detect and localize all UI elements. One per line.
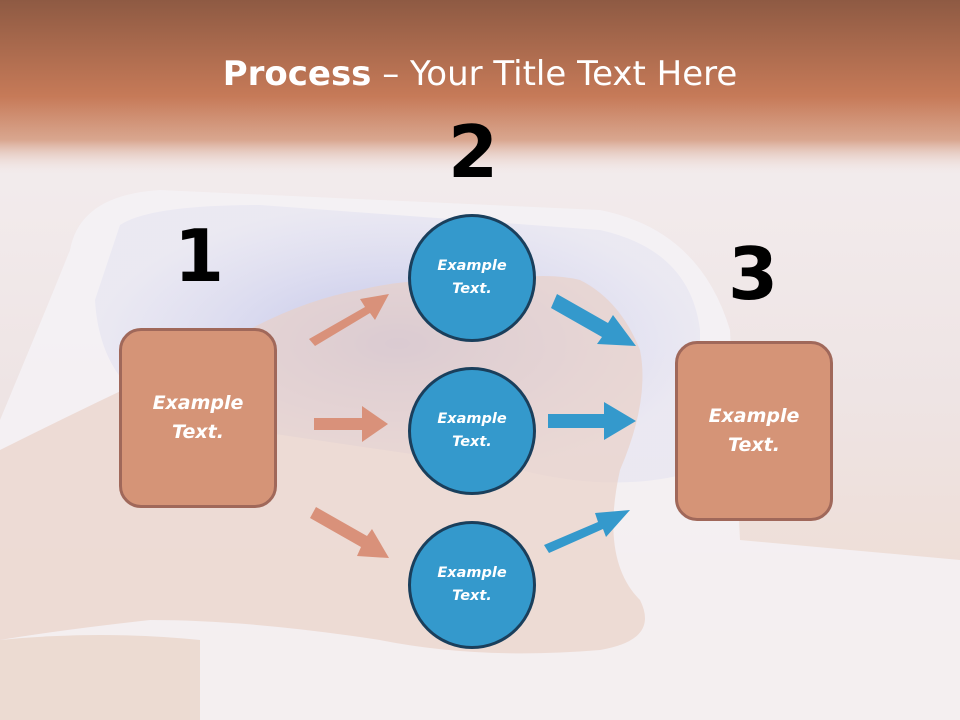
arrow-1-to-middle (314, 406, 388, 442)
step-2-circle-middle: Example Text. (408, 367, 536, 495)
circle-middle-text: Example Text. (437, 411, 507, 450)
step-3-text: Example Text. (708, 405, 800, 456)
step-2-circle-bottom: Example Text. (408, 521, 536, 649)
step-number-3: 3 (727, 232, 779, 316)
step-2-circle-top: Example Text. (408, 214, 536, 342)
step-1-text: Example Text. (152, 392, 244, 443)
arrow-bottom-to-3 (544, 510, 630, 553)
arrow-top-to-3 (551, 294, 636, 346)
step-1-box: Example Text. (119, 328, 277, 508)
arrow-1-to-top (309, 294, 389, 346)
title-rest: – Your Title Text Here (371, 54, 738, 94)
step-3-box: Example Text. (675, 341, 833, 521)
circle-bottom-text: Example Text. (437, 565, 507, 604)
arrow-middle-to-3 (548, 402, 636, 440)
arrow-1-to-bottom (310, 507, 389, 558)
step-number-2: 2 (447, 110, 499, 194)
circle-top-text: Example Text. (437, 258, 507, 297)
title-bold: Process (222, 54, 372, 94)
step-number-1: 1 (173, 214, 225, 298)
slide-title: Process – Your Title Text Here (0, 52, 960, 96)
